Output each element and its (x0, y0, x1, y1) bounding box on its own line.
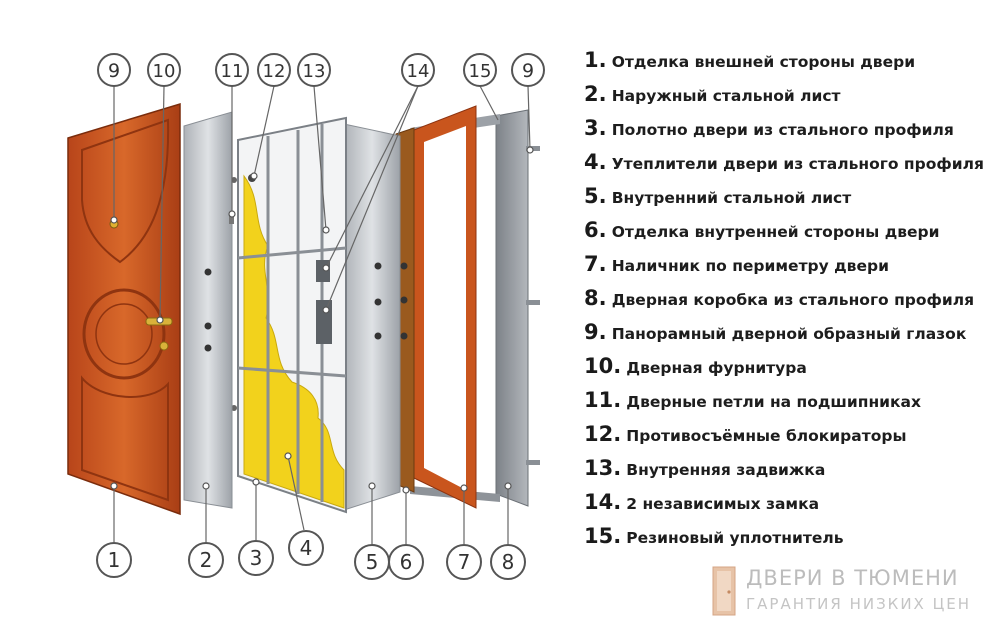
legend-item: 3. Полотно двери из стального профиля (584, 114, 994, 148)
outer-steel-sheet (183, 111, 234, 509)
legend-num: 14. (584, 490, 622, 514)
outer-wood-door (67, 102, 181, 516)
inner-steel-sheet (343, 123, 408, 511)
legend-text: Наружный стальной лист (611, 87, 841, 105)
legend-item: 8. Дверная коробка из стального профиля (584, 284, 994, 318)
legend-text: Дверная фурнитура (626, 359, 807, 377)
legend-num: 12. (584, 422, 622, 446)
legend-item: 2. Наружный стальной лист (584, 80, 994, 114)
legend-item: 12. Противосъёмные блокираторы (584, 420, 994, 454)
door-logo-icon (712, 566, 736, 616)
legend-text: Отделка внешней стороны двери (611, 53, 916, 71)
callout-bottom-1: 2 (188, 542, 224, 578)
callout-bottom-1-label: 2 (200, 548, 213, 572)
legend-item: 13. Внутренняя задвижка (584, 454, 994, 488)
legend-item: 1. Отделка внешней стороны двери (584, 46, 994, 80)
brand-tagline: ГАРАНТИЯ НИЗКИХ ЦЕН (746, 595, 972, 613)
legend-text: Утеплители двери из стального профиля (611, 155, 984, 173)
legend-item: 15. Резиновый уплотнитель (584, 522, 994, 556)
legend-num: 9. (584, 320, 607, 344)
callout-top-1: 10 (147, 53, 181, 87)
callout-top-3: 12 (257, 53, 291, 87)
callout-bottom-3: 4 (288, 530, 324, 566)
leader-lines (113, 85, 531, 544)
legend-num: 10. (584, 354, 622, 378)
callout-top-3-label: 12 (263, 61, 286, 82)
callout-top-5: 14 (401, 53, 435, 87)
legend-text: Полотно двери из стального профиля (611, 121, 954, 139)
legend-item: 14. 2 независимых замка (584, 488, 994, 522)
legend-item: 5. Внутренний стальной лист (584, 182, 994, 216)
legend-num: 8. (584, 286, 607, 310)
callout-bottom-3-label: 4 (300, 536, 313, 560)
leader-dots (110, 146, 534, 494)
legend-text: Панорамный дверной образный глазок (611, 325, 967, 343)
callout-top-7: 9 (511, 53, 545, 87)
legend-text: Противосъёмные блокираторы (626, 427, 907, 445)
legend-text: Дверные петли на подшипниках (626, 393, 921, 411)
callout-bottom-0-label: 1 (108, 548, 121, 572)
callouts-top: 9 10 11 12 13 14 15 9 (97, 53, 545, 87)
legend-num: 11. (584, 388, 622, 412)
callout-bottom-4: 5 (354, 544, 390, 580)
door-box-frame (410, 109, 540, 507)
callout-bottom-6: 7 (446, 544, 482, 580)
callout-top-6: 15 (463, 53, 497, 87)
door-casing-trim (413, 105, 477, 509)
callout-bottom-5-label: 6 (400, 550, 413, 574)
legend-text: Внутренний стальной лист (611, 189, 852, 207)
callout-bottom-2-label: 3 (250, 546, 263, 570)
legend-num: 15. (584, 524, 622, 548)
callout-bottom-7: 8 (490, 544, 526, 580)
legend: 1. Отделка внешней стороны двери 2. Нару… (584, 46, 994, 556)
legend-num: 7. (584, 252, 607, 276)
legend-item: 6. Отделка внутренней стороны двери (584, 216, 994, 250)
callout-top-6-label: 15 (469, 61, 492, 82)
callout-top-5-label: 14 (407, 61, 430, 82)
legend-num: 1. (584, 48, 607, 72)
legend-text: 2 независимых замка (626, 495, 820, 513)
callout-bottom-2: 3 (238, 540, 274, 576)
legend-item: 11. Дверные петли на подшипниках (584, 386, 994, 420)
legend-num: 5. (584, 184, 607, 208)
legend-item: 4. Утеплители двери из стального профиля (584, 148, 994, 182)
callout-top-2-label: 11 (221, 61, 244, 82)
brand-watermark: ДВЕРИ В ТЮМЕНИ ГАРАНТИЯ НИЗКИХ ЦЕН (712, 566, 992, 622)
brand-name: ДВЕРИ В ТЮМЕНИ (746, 566, 959, 590)
legend-item: 7. Наличник по периметру двери (584, 250, 994, 284)
legend-item: 10. Дверная фурнитура (584, 352, 994, 386)
callout-bottom-0: 1 (96, 542, 132, 578)
legend-text: Внутренняя задвижка (626, 461, 826, 479)
steel-profile-leaf (231, 116, 347, 514)
callout-top-4-label: 13 (303, 61, 326, 82)
legend-text: Отделка внутренней стороны двери (611, 223, 940, 241)
legend-num: 13. (584, 456, 622, 480)
legend-text: Дверная коробка из стального профиля (611, 291, 975, 309)
callout-bottom-4-label: 5 (366, 550, 379, 574)
callouts-bottom: 1 2 3 4 5 6 7 8 (96, 530, 526, 580)
callout-top-7-label: 9 (522, 60, 534, 82)
callout-top-1-label: 10 (153, 61, 176, 82)
legend-num: 2. (584, 82, 607, 106)
legend-text: Резиновый уплотнитель (626, 529, 844, 547)
legend-num: 6. (584, 218, 607, 242)
callout-top-2: 11 (215, 53, 249, 87)
callout-bottom-5: 6 (388, 544, 424, 580)
callout-bottom-6-label: 7 (458, 550, 471, 574)
callout-bottom-7-label: 8 (502, 550, 515, 574)
legend-num: 3. (584, 116, 607, 140)
legend-num: 4. (584, 150, 607, 174)
legend-text: Наличник по периметру двери (611, 257, 889, 275)
callout-top-4: 13 (297, 53, 331, 87)
callout-top-0-label: 9 (108, 60, 120, 82)
legend-item: 9. Панорамный дверной образный глазок (584, 318, 994, 352)
callout-top-0: 9 (97, 53, 131, 87)
